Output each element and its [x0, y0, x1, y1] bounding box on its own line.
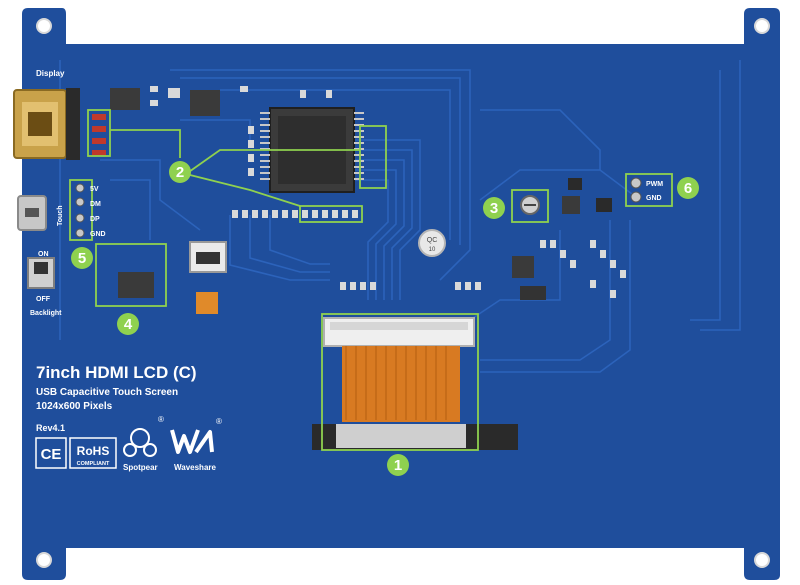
highlight-hdmi-resistors: [87, 109, 111, 157]
product-subtitle-1: USB Capacitive Touch Screen: [36, 387, 178, 398]
micro-usb-connector: [17, 195, 47, 231]
spotpear-logo-icon: [123, 428, 157, 457]
waveshare-registered: ®: [216, 417, 222, 426]
callout-4: 4: [117, 313, 139, 335]
brand-logos: ® Spotpear ® Waveshare: [123, 415, 222, 472]
callout-2: 2: [169, 161, 191, 183]
highlight-boxes: [69, 109, 673, 451]
highlight-decoder-right: [359, 125, 387, 189]
brand-waveshare: Waveshare: [174, 463, 217, 472]
callout-markers: 1 2 3 4 5 6: [71, 161, 699, 476]
qc-sticker-line2: 10: [429, 247, 436, 253]
label-display: Display: [36, 69, 65, 78]
callout-5-number: 5: [78, 250, 86, 267]
label-switch-off: OFF: [36, 296, 51, 303]
callout-3: 3: [483, 197, 505, 219]
revision-label: Rev4.1: [36, 423, 65, 433]
label-backlight: Backlight: [30, 310, 62, 317]
rohs-mark: RoHS: [77, 444, 110, 458]
brand-spotpear: Spotpear: [123, 463, 158, 472]
mounting-hole-bottom-right: [754, 552, 770, 568]
backlight-switch: [27, 257, 55, 289]
label-touch: Touch: [57, 206, 64, 226]
hdmi-connector: [13, 88, 80, 160]
label-pin-5v: 5V: [90, 186, 99, 193]
mounting-hole-bottom-left: [36, 552, 52, 568]
label-pin-dp: DP: [90, 216, 100, 223]
silkscreen-labels: Display Touch ON OFF Backlight 5V DM DP …: [30, 69, 663, 317]
highlight-fpc: [321, 313, 479, 451]
mounting-hole-top-left: [36, 18, 52, 34]
highlight-decoder-bottom: [299, 205, 363, 223]
highlight-pwm: [625, 173, 673, 207]
callout-6-number: 6: [684, 180, 692, 197]
callout-5: 5: [71, 247, 93, 269]
callout-1: 1: [387, 454, 409, 476]
waveshare-logo-icon: [170, 429, 214, 454]
fpc-connector-area: [312, 317, 518, 450]
callout-3-number: 3: [490, 200, 498, 217]
callout-4-number: 4: [124, 316, 133, 333]
label-pin-dm: DM: [90, 201, 101, 208]
certification-marks: CE RoHS COMPLIANT: [35, 437, 117, 469]
label-switch-on: ON: [38, 251, 49, 258]
rohs-compliant: COMPLIANT: [77, 461, 110, 467]
ce-mark: CE: [41, 446, 62, 463]
label-pwm-gnd: GND: [646, 195, 662, 202]
qc-sticker-line1: QC: [427, 237, 438, 244]
spotpear-registered: ®: [158, 415, 164, 424]
highlight-usb-pins: [69, 179, 93, 241]
product-info: 7inch HDMI LCD (C) USB Capacitive Touch …: [36, 363, 197, 433]
callout-2-number: 2: [176, 164, 184, 181]
callout-6: 6: [677, 177, 699, 199]
small-components: QC 10: [75, 86, 642, 314]
label-pwm: PWM: [646, 181, 663, 188]
label-pin-gnd: GND: [90, 231, 106, 238]
highlight-pot: [511, 189, 549, 223]
product-title: 7inch HDMI LCD (C): [36, 363, 197, 382]
callout-1-number: 1: [394, 457, 402, 474]
highlight-touch-ic: [95, 243, 167, 307]
product-subtitle-2: 1024x600 Pixels: [36, 401, 113, 412]
highlight-decoder-lines: [110, 129, 360, 207]
mounting-hole-top-right: [754, 18, 770, 34]
